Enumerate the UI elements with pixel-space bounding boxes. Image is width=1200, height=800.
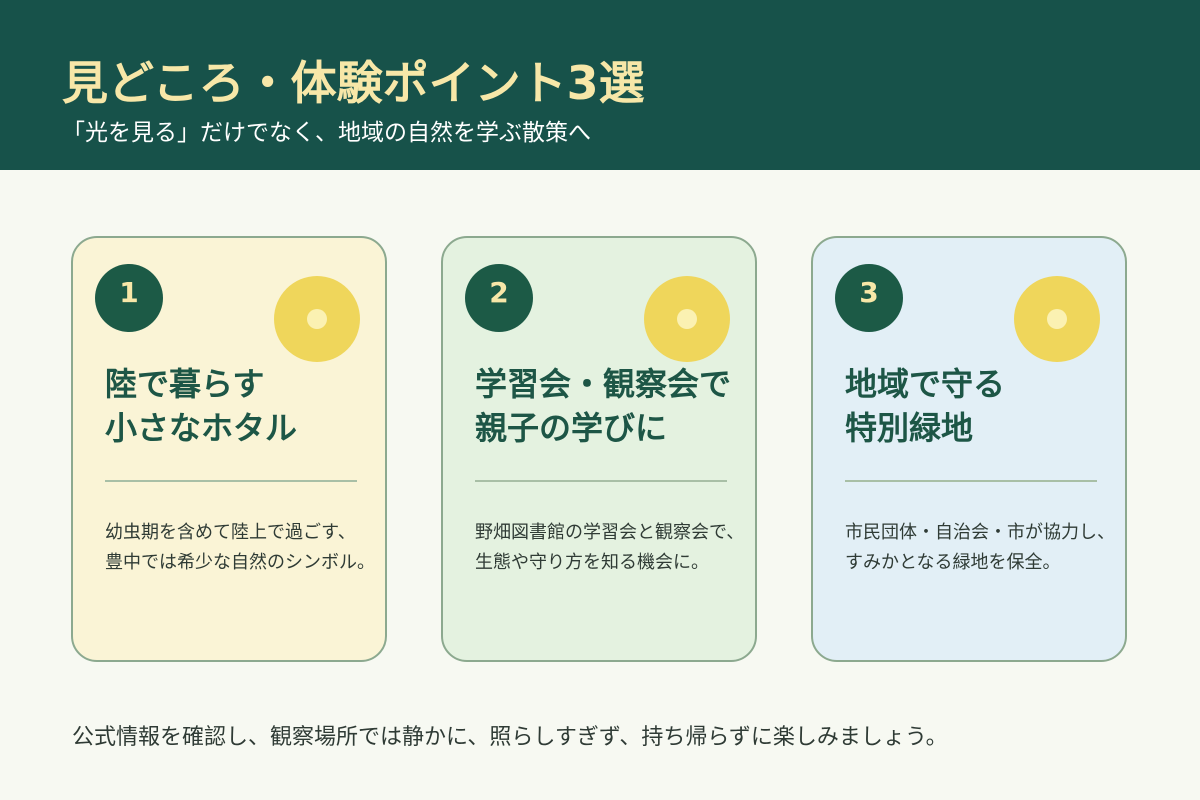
card-description: 市民団体・自治会・市が協力し、 すみかとなる緑地を保全。 — [845, 518, 1115, 578]
point-card-3: 3 地域で守る 特別緑地 市民団体・自治会・市が協力し、 すみかとなる緑地を保全… — [811, 236, 1127, 662]
card-desc-line: すみかとなる緑地を保全。 — [845, 552, 1061, 573]
card-title: 地域で守る 特別緑地 — [845, 362, 1005, 450]
card-desc-line: 豊中では希少な自然のシンボル。 — [105, 552, 375, 573]
point-card-1: 1 陸で暮らす 小さなホタル 幼虫期を含めて陸上で過ごす、 豊中では希少な自然の… — [71, 236, 387, 662]
glow-core — [1047, 309, 1067, 329]
glow-core — [307, 309, 327, 329]
card-desc-line: 野畑図書館の学習会と観察会で、 — [475, 522, 745, 543]
card-title: 学習会・観察会で 親子の学びに — [475, 362, 731, 450]
page-subtitle: 「光を見る」だけでなく、地域の自然を学ぶ散策へ — [62, 120, 591, 146]
point-card-2: 2 学習会・観察会で 親子の学びに 野畑図書館の学習会と観察会で、 生態や守り方… — [441, 236, 757, 662]
card-title-line: 学習会・観察会で — [475, 365, 732, 403]
card-title: 陸で暮らす 小さなホタル — [105, 362, 297, 450]
card-title-line: 特別緑地 — [845, 409, 974, 447]
card-description: 幼虫期を含めて陸上で過ごす、 豊中では希少な自然のシンボル。 — [105, 518, 375, 578]
card-description: 野畑図書館の学習会と観察会で、 生態や守り方を知る機会に。 — [475, 518, 744, 578]
card-title-line: 小さなホタル — [105, 409, 298, 447]
card-desc-line: 市民団体・自治会・市が協力し、 — [845, 522, 1115, 543]
page-title: 見どころ・体験ポイント3選 — [62, 56, 645, 110]
card-divider — [475, 480, 727, 482]
card-title-line: 地域で守る — [845, 365, 1006, 403]
card-desc-line: 生態や守り方を知る機会に。 — [475, 552, 709, 573]
card-desc-line: 幼虫期を含めて陸上で過ごす、 — [105, 522, 356, 543]
glow-core — [677, 309, 697, 329]
header-banner: 見どころ・体験ポイント3選 「光を見る」だけでなく、地域の自然を学ぶ散策へ — [0, 0, 1200, 170]
card-divider — [845, 480, 1097, 482]
number-badge: 2 — [465, 264, 533, 332]
number-badge: 3 — [835, 264, 903, 332]
footer-note: 公式情報を確認し、観察場所では静かに、照らしすぎず、持ち帰らずに楽しみましょう。 — [72, 725, 948, 750]
firefly-glow-icon — [274, 276, 360, 362]
card-divider — [105, 480, 357, 482]
firefly-glow-icon — [644, 276, 730, 362]
card-title-line: 親子の学びに — [475, 409, 668, 447]
firefly-glow-icon — [1014, 276, 1100, 362]
card-title-line: 陸で暮らす — [105, 365, 265, 403]
number-badge: 1 — [95, 264, 163, 332]
